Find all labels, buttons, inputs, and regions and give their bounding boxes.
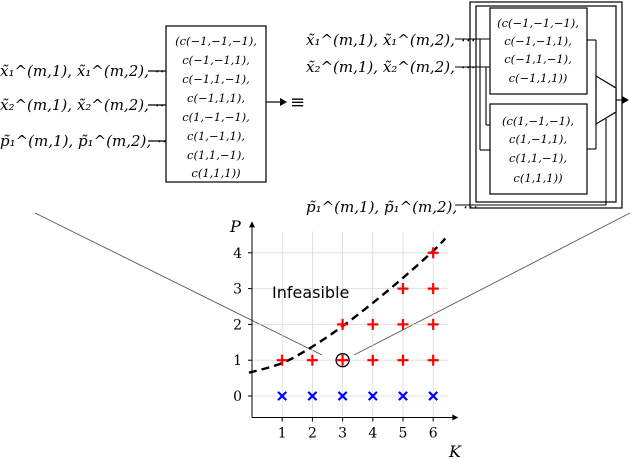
upper-coefficient-3: c(−1,1,1)) bbox=[509, 71, 568, 85]
x-tick-label-4: 4 bbox=[368, 425, 377, 441]
right-select-row: p̃₁^(m,1), p̃₁^(m,2), ⋯ bbox=[306, 198, 477, 216]
feasible-point-6-4 bbox=[427, 247, 439, 259]
left-block: x̃₁^(m,1), x̃₁^(m,2), ⋯ x̃₂^(m,1), x̃₂^(… bbox=[0, 25, 287, 183]
lower-coefficient-list: (c(1,−1,−1), c(1,−1,1), c(1,1,−1), c(1,1… bbox=[502, 114, 574, 185]
right-input-row-1: x̃₁^(m,1), x̃₁^(m,2), ⋯ bbox=[306, 31, 475, 49]
upper-coefficient-1: c(−1,−1,1), bbox=[504, 34, 572, 48]
left-input-row-2: x̃₂^(m,1), x̃₂^(m,2), ⋯ bbox=[0, 96, 169, 114]
unused-point-6-0 bbox=[428, 391, 439, 401]
x-tick-label-1: 1 bbox=[278, 425, 287, 441]
feasible-point-2-1 bbox=[306, 354, 318, 366]
lower-coefficient-0: (c(1,−1,−1), bbox=[502, 114, 574, 128]
multiplexer bbox=[595, 74, 617, 126]
unused-point-3-0 bbox=[337, 391, 348, 401]
coefficient-4: c(1,−1,−1), bbox=[182, 110, 250, 124]
coefficient-5: c(1,−1,1), bbox=[187, 129, 245, 143]
zoom-line-right bbox=[353, 212, 631, 356]
coefficient-1: c(−1,−1,1), bbox=[182, 53, 250, 67]
y-axis-arrow bbox=[249, 221, 255, 228]
feasible-point-5-1 bbox=[397, 354, 409, 366]
cross-b bbox=[428, 391, 439, 401]
x-tick-label-5: 5 bbox=[399, 425, 408, 441]
coefficient-6: c(1,1,−1), bbox=[187, 148, 245, 162]
chart-marks bbox=[276, 247, 439, 401]
feasibility-chart: 1 2 3 4 5 6 0 1 2 3 4 Infeasible P K bbox=[229, 217, 462, 459]
x-tick-label-3: 3 bbox=[338, 425, 347, 441]
right-block: x̃₁^(m,1), x̃₁^(m,2), ⋯ x̃₂^(m,1), x̃₂^(… bbox=[306, 1, 629, 216]
feasible-point-6-1 bbox=[427, 354, 439, 366]
y-tick-label-4: 4 bbox=[233, 246, 242, 262]
unused-point-1-0 bbox=[277, 391, 288, 401]
feasible-point-4-1 bbox=[367, 354, 379, 366]
unused-point-5-0 bbox=[398, 391, 408, 401]
feasible-point-5-3 bbox=[397, 283, 409, 295]
upper-coefficient-0: (c(−1,−1,−1), bbox=[497, 16, 579, 30]
y-tick-label-0: 0 bbox=[233, 389, 242, 405]
x-axis-title: K bbox=[448, 442, 462, 459]
x-tick-label-6: 6 bbox=[429, 425, 438, 441]
mux-outer-box bbox=[469, 1, 623, 209]
zoom-line-left bbox=[34, 212, 323, 356]
feasible-point-1-1 bbox=[276, 354, 288, 366]
feasible-point-3-1 bbox=[337, 354, 349, 366]
cross-b bbox=[398, 391, 408, 401]
feasible-point-3-2 bbox=[337, 318, 349, 330]
x-axis-arrow bbox=[452, 414, 459, 421]
y-axis-title: P bbox=[229, 217, 241, 236]
lower-coefficient-1: c(1,−1,1), bbox=[509, 132, 567, 146]
unused-point-2-0 bbox=[307, 391, 318, 401]
upper-coefficient-2: c(−1,1,−1), bbox=[504, 52, 572, 66]
coefficient-box bbox=[165, 25, 267, 183]
y-tick-label-2: 2 bbox=[233, 317, 242, 333]
chart-ticks: 1 2 3 4 5 6 0 1 2 3 4 bbox=[233, 246, 438, 442]
coefficient-3: c(−1,1,1), bbox=[187, 91, 245, 105]
y-tick-label-1: 1 bbox=[233, 353, 242, 369]
left-input-row-1: x̃₁^(m,1), x̃₁^(m,2), ⋯ bbox=[0, 62, 169, 80]
output-arrow-head bbox=[280, 98, 287, 106]
chart-grid bbox=[252, 231, 449, 418]
unused-point-4-0 bbox=[367, 391, 378, 401]
cross-b bbox=[277, 391, 288, 401]
chart-axes bbox=[249, 221, 459, 421]
feasible-point-5-2 bbox=[397, 318, 409, 330]
coefficient-list: (c(−1,−1,−1), c(−1,−1,1), c(−1,1,−1), c(… bbox=[175, 34, 257, 180]
infeasible-region-label: Infeasible bbox=[272, 283, 349, 302]
x-tick-label-2: 2 bbox=[308, 425, 317, 441]
right-input-row-2: x̃₂^(m,1), x̃₂^(m,2), ⋯ bbox=[306, 58, 475, 76]
mux-output-arrow bbox=[622, 96, 629, 104]
feasible-point-6-2 bbox=[427, 318, 439, 330]
cross-b bbox=[337, 391, 348, 401]
coefficient-0: (c(−1,−1,−1), bbox=[175, 34, 257, 48]
cross-b bbox=[307, 391, 318, 401]
feasible-point-6-3 bbox=[427, 283, 439, 295]
cross-b bbox=[367, 391, 378, 401]
coefficient-7: c(1,1,1)) bbox=[191, 166, 240, 180]
feasible-point-4-2 bbox=[367, 318, 379, 330]
highlighted-point-circle bbox=[335, 353, 350, 368]
feasibility-boundary bbox=[248, 237, 447, 374]
lower-coefficient-2: c(1,1,−1), bbox=[509, 151, 567, 165]
lower-coefficient-3: c(1,1,1)) bbox=[513, 171, 562, 185]
left-input-row-3: p̃₁^(m,1), p̃₁^(m,2), ⋯ bbox=[0, 132, 171, 150]
equivalence-symbol: ≡ bbox=[290, 92, 305, 113]
coefficient-2: c(−1,1,−1), bbox=[182, 72, 250, 86]
upper-coefficient-box bbox=[489, 7, 588, 95]
upper-coefficient-list: (c(−1,−1,−1), c(−1,−1,1), c(−1,1,−1), c(… bbox=[497, 16, 579, 85]
y-tick-label-3: 3 bbox=[233, 282, 242, 298]
